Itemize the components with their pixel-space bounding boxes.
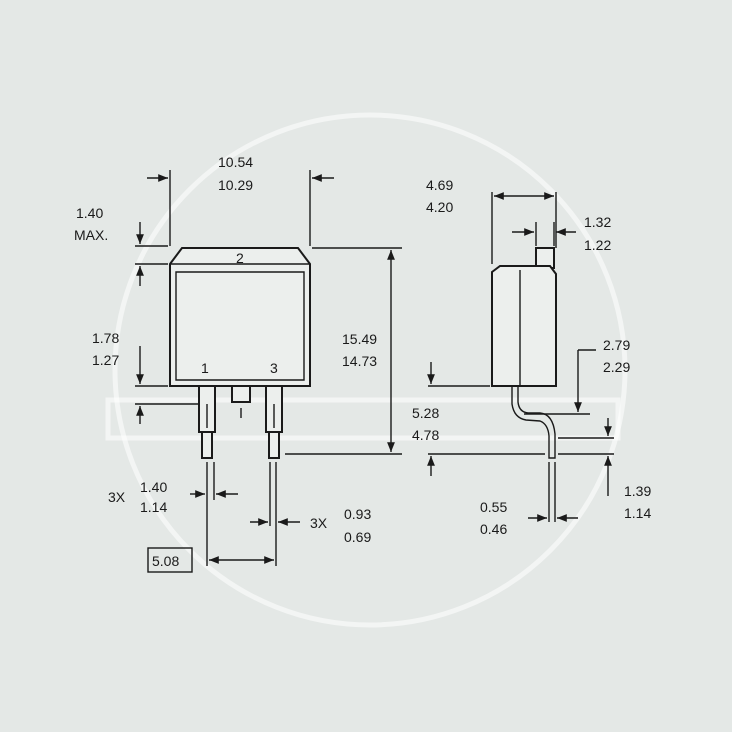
tab-max-label: 1.40 bbox=[76, 205, 103, 221]
side-view bbox=[427, 192, 614, 522]
front-view bbox=[135, 170, 402, 573]
width-min-label: 10.29 bbox=[218, 177, 253, 193]
lead-t-min-label: 0.46 bbox=[480, 521, 507, 537]
foot-min-label: 1.14 bbox=[624, 505, 651, 521]
lead-width-min-label: 1.14 bbox=[140, 499, 167, 515]
side-body bbox=[491, 265, 557, 387]
depth-max-label: 4.69 bbox=[426, 177, 453, 193]
offset-min-label: 2.29 bbox=[603, 359, 630, 375]
watermark bbox=[105, 112, 628, 628]
pin-3-label: 3 bbox=[270, 360, 278, 376]
width-max-label: 10.54 bbox=[218, 154, 253, 170]
pitch-box bbox=[147, 547, 193, 573]
lead-thick-qty: 3X bbox=[310, 515, 328, 531]
lead-1-tip bbox=[201, 431, 213, 459]
lead-t-max-label: 0.55 bbox=[480, 499, 507, 515]
lead-len-max-label: 5.28 bbox=[412, 405, 439, 421]
pitch-label: 5.08 bbox=[152, 553, 179, 569]
pin-1-label: 1 bbox=[201, 360, 209, 376]
tab-thick-max-label: 1.32 bbox=[584, 214, 611, 230]
standoff-max-label: 1.78 bbox=[92, 330, 119, 346]
lead-width-qty: 3X bbox=[108, 489, 126, 505]
offset-max-label: 2.79 bbox=[603, 337, 630, 353]
side-lead bbox=[511, 386, 556, 459]
lead-3-tip bbox=[268, 431, 280, 459]
tab-thick-min-label: 1.22 bbox=[584, 237, 611, 253]
lead-width-max-label: 1.40 bbox=[140, 479, 167, 495]
depth-min-label: 4.20 bbox=[426, 199, 453, 215]
pin-2-label: 2 bbox=[236, 250, 244, 266]
center-stub bbox=[231, 385, 251, 403]
tab-max-word: MAX. bbox=[74, 227, 108, 243]
package-body bbox=[169, 247, 311, 387]
lead-thick-min-label: 0.69 bbox=[344, 529, 371, 545]
labels: 10.54 10.29 1.40 MAX. 1.78 1.27 2 1 3 15… bbox=[74, 154, 651, 569]
lead-len-min-label: 4.78 bbox=[412, 427, 439, 443]
foot-max-label: 1.39 bbox=[624, 483, 651, 499]
standoff-min-label: 1.27 bbox=[92, 352, 119, 368]
height-max-label: 15.49 bbox=[342, 331, 377, 347]
height-min-label: 14.73 bbox=[342, 353, 377, 369]
lead-thick-max-label: 0.93 bbox=[344, 506, 371, 522]
body-inner-outline bbox=[175, 271, 305, 381]
